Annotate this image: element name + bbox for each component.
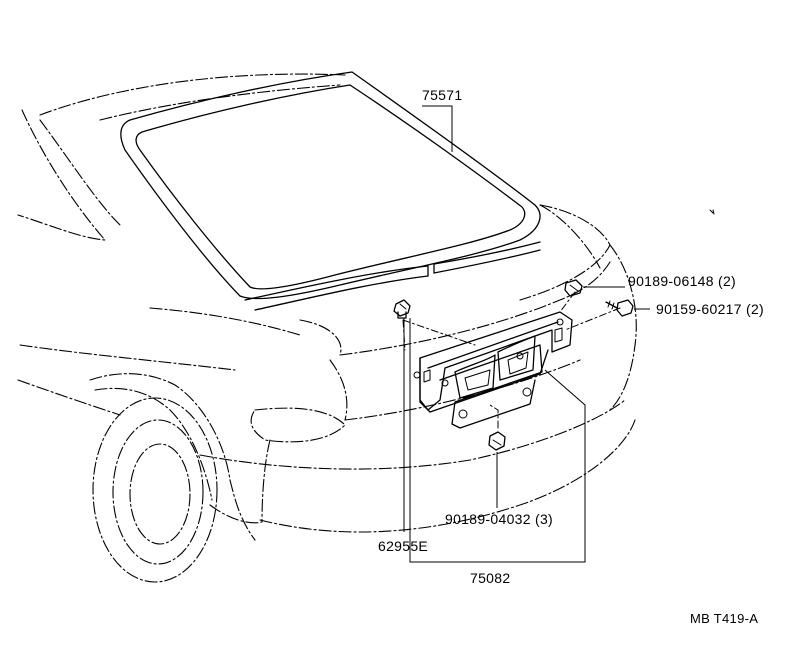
label-90189-04032: 90189-04032 (3)	[445, 511, 554, 527]
label-75082: 75082	[470, 570, 511, 586]
screw-90159-60217	[605, 299, 634, 317]
label-90159-60217: 90159-60217 (2)	[656, 301, 765, 317]
license-garnish-panel	[413, 311, 573, 429]
figure-code: MB T419-A	[690, 611, 759, 626]
car-body-outline	[17, 73, 715, 583]
clip-90189-06148	[564, 279, 583, 297]
leader-bracket-75082	[409, 318, 586, 563]
install-lines	[402, 291, 621, 429]
clip-62955e	[393, 299, 411, 319]
clip-90189-04032	[488, 431, 506, 451]
label-62955e: 62955E	[378, 538, 429, 554]
label-90189-06148: 90189-06148 (2)	[628, 273, 737, 289]
label-75571: 75571	[422, 87, 463, 103]
leader-75571	[422, 105, 453, 152]
rear-window-weatherstrip	[120, 71, 541, 311]
